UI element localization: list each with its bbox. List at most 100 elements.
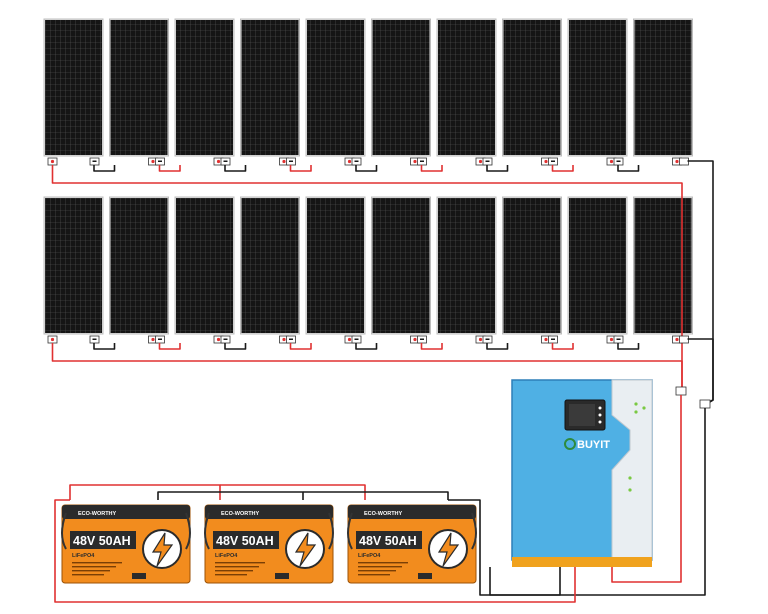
panel-cells — [372, 198, 430, 333]
inverter-button-icon — [598, 406, 602, 410]
panel-cells — [634, 20, 692, 155]
panel-cells — [241, 198, 299, 333]
positive-terminal-icon — [478, 159, 483, 164]
negative-terminal-icon — [223, 338, 228, 340]
status-led-icon — [642, 406, 646, 410]
negative-terminal-icon — [289, 160, 293, 162]
battery-brand: ECO-WORTHY — [364, 511, 403, 517]
spec-text-line — [358, 570, 396, 572]
series-wire — [420, 165, 443, 172]
series-wire — [93, 343, 116, 350]
negative-terminal-icon — [223, 160, 228, 162]
negative-terminal-icon — [354, 160, 359, 162]
panel-cells — [110, 20, 168, 155]
spec-text-line — [215, 574, 247, 576]
negative-terminal-icon — [485, 338, 490, 340]
negative-terminal-icon — [92, 338, 97, 340]
combiner-connector-icon — [675, 386, 687, 396]
solar-panel — [502, 18, 562, 166]
panel-cells — [503, 198, 561, 333]
spec-text-line — [358, 574, 390, 576]
negative-terminal-icon — [354, 338, 359, 340]
positive-terminal-icon — [413, 159, 417, 164]
series-wire — [289, 343, 312, 350]
series-wire — [420, 343, 443, 350]
spec-text-line — [358, 566, 402, 568]
pv-input-negative-wire — [489, 408, 706, 596]
cert-mark-icon — [418, 573, 432, 579]
positive-terminal-icon — [216, 159, 221, 164]
solar-panel — [371, 18, 431, 166]
solar-panel-array — [43, 18, 693, 344]
spec-text-line — [358, 562, 408, 564]
battery-handle-icon — [61, 512, 67, 550]
capacity-badge — [213, 531, 279, 549]
negative-terminal-icon — [289, 338, 293, 340]
positive-terminal-icon — [675, 337, 679, 342]
positive-terminal-icon — [282, 159, 286, 164]
positive-terminal-icon — [216, 337, 221, 342]
series-wire — [158, 165, 181, 172]
panel-cells — [438, 198, 495, 333]
solar-panel — [436, 18, 497, 166]
spec-text-line — [72, 566, 116, 568]
status-led-icon — [628, 476, 632, 480]
inverter-button-icon — [598, 413, 602, 417]
solar-panel — [502, 196, 562, 344]
solar-panel — [436, 196, 497, 344]
inverter-button-icon — [598, 420, 602, 424]
array-negative-wire — [687, 338, 714, 405]
spec-text-line — [215, 570, 253, 572]
negative-terminal-icon — [420, 338, 424, 340]
panel-cells — [307, 20, 364, 155]
panel-cells — [634, 198, 692, 333]
cert-mark-icon — [132, 573, 146, 579]
solar-panel — [567, 18, 628, 166]
positive-terminal-icon — [347, 337, 352, 342]
series-wire — [224, 165, 247, 172]
negative-terminal-icon — [420, 160, 424, 162]
battery-positive-bus — [220, 484, 366, 500]
battery-negative-bus — [157, 491, 304, 500]
array-positive-wire — [51, 165, 683, 390]
battery-chemistry: LiFePO4 — [358, 553, 381, 559]
panel-cells — [241, 20, 299, 155]
battery-handle-icon — [204, 512, 210, 550]
positive-terminal-icon — [50, 337, 55, 342]
panel-cells — [438, 20, 495, 155]
positive-terminal-icon — [609, 159, 614, 164]
negative-connector-icon — [679, 335, 689, 344]
battery-chemistry: LiFePO4 — [72, 553, 95, 559]
panel-cells — [569, 198, 626, 333]
battery-handle-icon — [185, 512, 191, 550]
panel-cells — [307, 198, 364, 333]
series-wire — [93, 165, 116, 172]
inverter-side-panel — [611, 379, 653, 561]
inverter-brand: BUYIT — [577, 439, 610, 451]
solar-panel — [371, 196, 431, 344]
series-wire — [617, 165, 640, 172]
status-led-icon — [634, 402, 638, 406]
capacity-badge — [356, 531, 422, 549]
status-led-icon — [628, 488, 632, 492]
pv-input-positive-wire — [611, 395, 682, 583]
panel-cells — [176, 20, 233, 155]
series-wire — [224, 343, 247, 350]
negative-terminal-icon — [158, 338, 162, 340]
positive-terminal-icon — [282, 337, 286, 342]
positive-terminal-icon — [151, 159, 155, 164]
battery-chemistry: LiFePO4 — [215, 553, 238, 559]
positive-terminal-icon — [50, 159, 55, 164]
battery-top — [62, 505, 190, 519]
wiring — [51, 157, 714, 603]
series-wire — [617, 343, 640, 350]
battery-handle-icon — [471, 512, 477, 550]
series-wire — [355, 343, 378, 350]
series-wire — [486, 343, 509, 350]
negative-terminal-icon — [92, 160, 97, 162]
array-positive-wire — [51, 343, 683, 390]
status-led-icon — [634, 410, 638, 414]
